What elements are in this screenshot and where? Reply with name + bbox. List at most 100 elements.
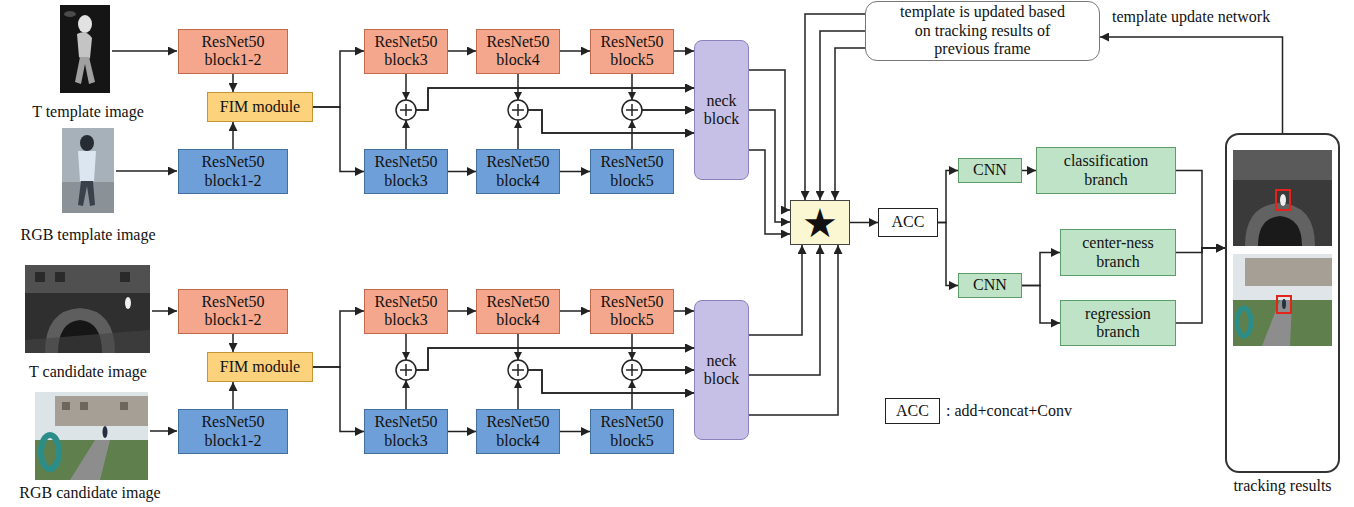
resnet-block: ResNet50 block1-2: [178, 29, 288, 74]
tracking-rgb-result: [1277, 296, 1291, 313]
label-text: T template image: [32, 103, 144, 121]
resnet-block: ResNet50 block1-2: [178, 289, 288, 334]
branch-box: classification branch: [1036, 147, 1176, 194]
rgb-template-photo: [80, 135, 94, 151]
adder-symbol: [512, 364, 524, 376]
connector: [749, 110, 790, 222]
connector: [1176, 171, 1225, 249]
adder-input-tip: [402, 380, 410, 388]
connector: [560, 50, 590, 52]
thermal-candidate-photo: [25, 265, 150, 353]
resnet-block: ResNet50 block5: [590, 149, 674, 194]
connector: [632, 110, 694, 149]
resnet-block: ResNet50 block3: [364, 149, 448, 194]
tracking-rgb-result: [1245, 258, 1332, 286]
cnn-box: CNN: [958, 273, 1022, 298]
connector: [406, 348, 694, 409]
node-text: FIM module: [220, 358, 300, 376]
connector: [749, 150, 790, 234]
node-text: neck block: [696, 92, 747, 129]
node-text: ResNet50 block3: [369, 413, 443, 450]
node-text: ResNet50 block5: [595, 33, 669, 70]
connector: [805, 14, 865, 200]
connector: [1176, 248, 1225, 323]
connector: [406, 334, 694, 371]
node-text: ResNet50 block3: [369, 153, 443, 190]
thermal-template-photo: [75, 57, 95, 84]
connector: [1100, 37, 1283, 133]
fusion-module: FIM module: [207, 352, 313, 382]
adder-symbol: [396, 100, 642, 380]
resnet-block: ResNet50 block3: [364, 289, 448, 334]
node-text-holder: center-ness branch: [1075, 234, 1161, 271]
adder-input-tip: [402, 120, 410, 128]
resnet-block: ResNet50 block4: [476, 409, 560, 454]
node-text: classification branch: [1051, 152, 1161, 189]
tracking-rgb-result: [1282, 299, 1286, 309]
image-input-arrow: [150, 430, 177, 432]
node-text-holder: CNN: [973, 276, 1007, 294]
connector: [835, 48, 865, 200]
connector: [518, 110, 694, 149]
adder-input-tip: [514, 120, 522, 128]
connector: [850, 222, 878, 224]
node-text-holder: ResNet50 block5: [595, 413, 669, 450]
resnet-block: ResNet50 block4: [476, 29, 560, 74]
rgb-candidate-photo: [35, 440, 148, 480]
adder-input-tip: [628, 120, 636, 128]
connector: [674, 310, 694, 312]
node-text: ResNet50 block4: [481, 33, 555, 70]
thermal-candidate-photo: [55, 272, 65, 282]
tracking-thermal-result: [1233, 150, 1332, 246]
resnet-block: ResNet50 block3: [364, 409, 448, 454]
thermal-candidate-photo: [35, 272, 45, 282]
image-input-arrow: [112, 50, 177, 52]
node-text-holder: ResNet50 block4: [481, 293, 555, 330]
node-text: ResNet50 block5: [595, 293, 669, 330]
rgb-candidate-photo: [80, 402, 88, 410]
node-text: ResNet50 block4: [481, 413, 555, 450]
label-text: RGB template image: [20, 226, 155, 244]
node-text-holder: ResNet50 block5: [595, 293, 669, 330]
resnet-block: ResNet50 block4: [476, 149, 560, 194]
node-text: ResNet50 block1-2: [183, 413, 283, 450]
correlation-box: ★: [790, 200, 850, 245]
adder-input-tip: [402, 352, 410, 360]
resnet-block: ResNet50 block1-2: [178, 149, 288, 194]
thermal-candidate-photo: [120, 272, 130, 282]
connector: [232, 382, 234, 409]
node-text: regression branch: [1075, 305, 1161, 342]
node-text-holder: ResNet50 block3: [369, 413, 443, 450]
neck-block: neck block: [694, 300, 749, 440]
node-text: CNN: [973, 161, 1007, 179]
label-text: T candidate image: [29, 363, 147, 381]
adder-symbol: [400, 104, 412, 116]
adder-input-tip: [402, 92, 410, 100]
node-text-holder: ResNet50 block4: [481, 153, 555, 190]
adder-input-tip: [628, 380, 636, 388]
node-text: ResNet50 block3: [369, 293, 443, 330]
thermal-candidate-photo: [25, 265, 150, 353]
node-text-holder: ResNet50 block1-2: [183, 413, 283, 450]
branch-box: center-ness branch: [1060, 229, 1176, 276]
thermal-candidate-photo: [125, 297, 131, 309]
rgb-template-photo: [78, 151, 96, 181]
rgb-template-photo: [62, 128, 114, 213]
resnet-block: ResNet50 block1-2: [178, 409, 288, 454]
adder-input-tip: [628, 92, 636, 100]
connector: [406, 74, 694, 111]
acc-box: ACC: [878, 208, 938, 237]
node-text-holder: ResNet50 block3: [369, 33, 443, 70]
connector: [560, 310, 590, 312]
rgb-candidate-photo: [35, 392, 148, 480]
thermal-template-photo: [78, 15, 92, 33]
adder-symbol: [626, 364, 638, 376]
label-text: template update network: [1112, 8, 1270, 26]
node-text-holder: ResNet50 block1-2: [183, 293, 283, 330]
rgb-candidate-photo: [103, 426, 108, 438]
thermal-template-photo: [60, 5, 110, 93]
node-text-holder: neck block: [696, 92, 747, 129]
rgb-candidate-photo: [41, 435, 59, 469]
adder-symbol: [622, 360, 642, 380]
fusion-module: FIM module: [207, 92, 313, 122]
